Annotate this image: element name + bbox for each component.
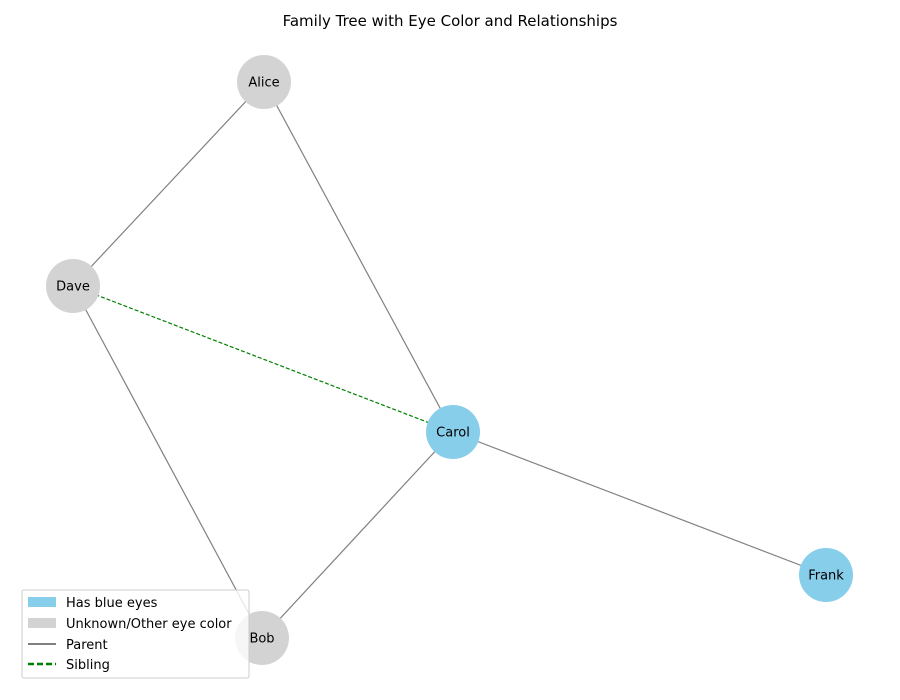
node-label-bob: Bob: [249, 632, 274, 647]
diagram-title: Family Tree with Eye Color and Relations…: [283, 12, 618, 30]
edge-parent-carol-frank: [452, 431, 827, 576]
legend: Has blue eyes Unknown/Other eye color Pa…: [21, 589, 250, 679]
legend-box: [21, 589, 250, 679]
edge-parent-alice-dave: [72, 81, 265, 287]
node-circle-alice: [237, 55, 291, 109]
edges-layer: [72, 81, 827, 639]
node-frank: Frank: [799, 548, 853, 602]
node-alice: Alice: [237, 55, 291, 109]
node-circle-carol: [426, 405, 480, 459]
edge-parent-bob-carol: [261, 431, 454, 639]
node-label-alice: Alice: [248, 76, 279, 91]
legend-sibling-label: Sibling: [66, 658, 110, 673]
edge-sibling-dave-carol: [72, 285, 454, 433]
edge-parent-dave-bob: [72, 285, 263, 639]
node-label-dave: Dave: [56, 280, 90, 295]
node-label-frank: Frank: [808, 569, 844, 584]
edge-parent-alice-carol: [263, 81, 454, 433]
legend-blue-eyes-label: Has blue eyes: [66, 596, 158, 611]
node-label-carol: Carol: [436, 426, 470, 441]
legend-other-eyes-swatch: [28, 618, 56, 628]
node-dave: Dave: [46, 259, 100, 313]
legend-other-eyes-label: Unknown/Other eye color: [66, 617, 232, 632]
legend-blue-eyes-swatch: [28, 597, 56, 607]
node-circle-dave: [46, 259, 100, 313]
node-circle-frank: [799, 548, 853, 602]
legend-parent-label: Parent: [66, 638, 108, 653]
node-carol: Carol: [426, 405, 480, 459]
